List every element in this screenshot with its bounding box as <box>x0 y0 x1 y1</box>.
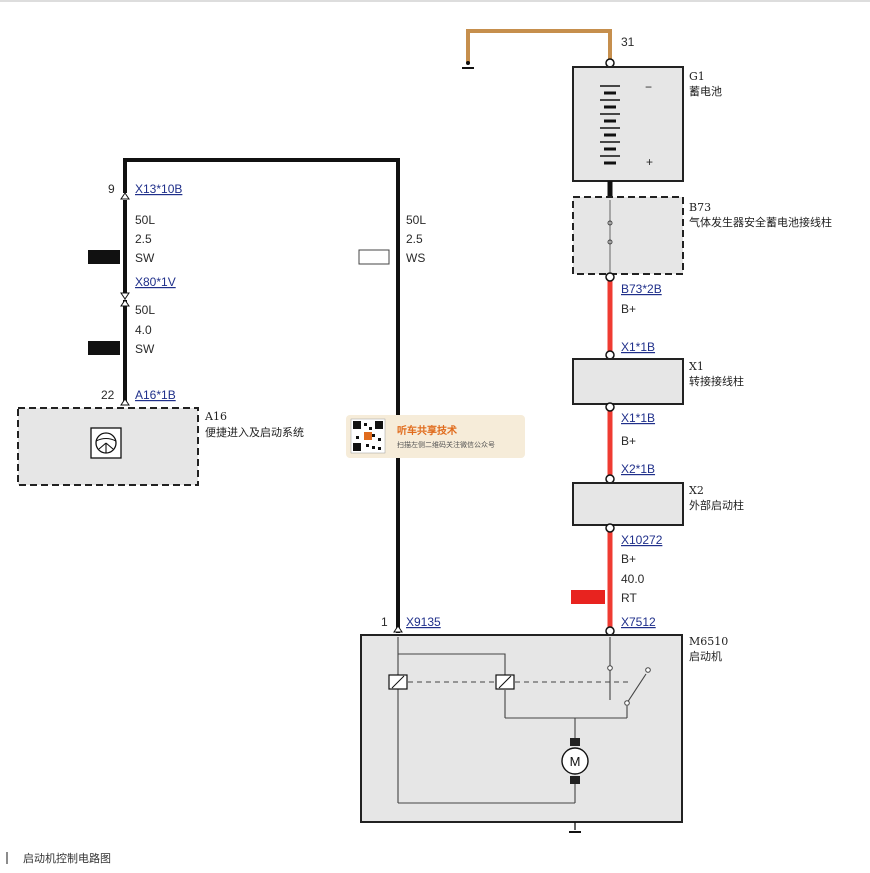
solenoid-coil-mark <box>391 675 405 689</box>
connector-x9135[interactable]: X9135 <box>406 615 441 629</box>
g1-box <box>572 66 684 182</box>
x13-pin: 9 <box>108 182 115 196</box>
x10272-size: 40.0 <box>621 572 645 586</box>
connector-x13-10b[interactable]: X13*10B <box>135 182 182 196</box>
motor-brush-top <box>570 738 580 746</box>
b73-node <box>607 239 613 245</box>
connector-x80-symbol-bottom <box>120 299 130 307</box>
x1-name: 转接接线柱 <box>689 374 744 388</box>
control-wire-top <box>123 158 400 633</box>
figure-title: 启动机控制电路图 <box>23 851 111 865</box>
a16-pin: 22 <box>101 388 115 402</box>
connector-x80-symbol-top <box>120 292 130 300</box>
connector-x13-symbol <box>120 192 130 200</box>
control-wire-black <box>123 158 400 633</box>
m6510-name: 启动机 <box>689 649 722 663</box>
connector-x1-1b-top[interactable]: X1*1B <box>621 340 655 354</box>
middle-wire-color: WS <box>406 251 425 265</box>
x1-box <box>572 358 684 405</box>
ground-wire-brown <box>466 29 612 63</box>
x2-id: X2 <box>689 484 704 497</box>
connector-x10272[interactable]: X10272 <box>621 533 663 547</box>
battery-cells-icon <box>600 85 620 165</box>
x2-name: 外部启动柱 <box>689 498 744 512</box>
pin-31-terminal <box>605 58 615 68</box>
connector-x9135-symbol <box>393 625 403 633</box>
connector-x80-1v[interactable]: X80*1V <box>135 275 176 289</box>
left-upper-wire-color: SW <box>135 251 155 265</box>
battery-minus-sign: − <box>645 80 652 94</box>
watermark-title: 听车共享技术 <box>397 424 457 437</box>
pin-31-label: 31 <box>621 35 635 49</box>
g1-name: 蓄电池 <box>689 85 722 98</box>
connector-a16-1b[interactable]: A16*1B <box>135 388 176 402</box>
watermark-badge: 听车共享技术 扫描左侧二维码关注微信公众号 <box>346 415 525 458</box>
connector-x7512[interactable]: X7512 <box>621 615 656 629</box>
wire-color-swatch-white <box>358 249 390 265</box>
left-lower-wire-color: SW <box>135 342 155 356</box>
m6510-id: M6510 <box>689 635 728 648</box>
ground-wire-31: 31 <box>462 29 635 69</box>
x9135-pin: 1 <box>381 615 388 629</box>
watermark-background <box>346 415 525 458</box>
relay-coil-mark <box>498 675 512 689</box>
switch-contact <box>607 665 613 671</box>
x2-jump-start-post: X2 外部启动柱 <box>572 482 744 526</box>
switch-contact <box>624 700 630 706</box>
motor-brush-bottom <box>570 776 580 784</box>
m6510-box <box>360 634 683 823</box>
x1-bottom-signal: B+ <box>621 434 636 448</box>
connector-x2-1b[interactable]: X2*1B <box>621 462 655 476</box>
terminal-x2-bottom <box>605 523 615 533</box>
left-lower-wire-code: 50L <box>135 303 155 317</box>
ground-dot <box>466 61 470 65</box>
terminal-x1-bottom <box>605 402 615 412</box>
qr-code-pattern <box>353 421 383 451</box>
connector-x1-1b-bottom[interactable]: X1*1B <box>621 411 655 425</box>
terminal-b73-2b <box>605 272 615 282</box>
starter-internal-wiring <box>397 637 647 804</box>
motor-icon <box>561 747 589 775</box>
terminal-x2-top <box>605 474 615 484</box>
terminal-x7512 <box>605 626 615 636</box>
x10272-color: RT <box>621 591 637 605</box>
x1-junction: X1 转接接线柱 <box>572 358 744 405</box>
middle-wire-code: 50L <box>406 213 426 227</box>
m6510-starter: M M6510 启动机 <box>360 634 728 823</box>
a16-name: 便捷进入及启动系统 <box>205 425 304 439</box>
b73-terminal: B73 气体发生器安全蓄电池接线柱 <box>572 196 832 275</box>
b73-name: 气体发生器安全蓄电池接线柱 <box>689 215 832 229</box>
x1-id: X1 <box>689 360 704 373</box>
connector-a16-symbol <box>120 398 130 406</box>
motor-m-glyph: M <box>570 754 581 769</box>
a16-id: A16 <box>204 410 227 423</box>
connector-b73-2b[interactable]: B73*2B <box>621 282 662 296</box>
battery-plus-sign: + <box>646 155 653 169</box>
g1-id: G1 <box>689 70 705 83</box>
g1-battery: − + G1 蓄电池 <box>572 66 722 182</box>
qr-code-center-logo <box>364 432 372 440</box>
switch-contact <box>645 667 651 673</box>
steering-wheel-spokes <box>95 437 117 453</box>
watermark-subtitle: 扫描左侧二维码关注微信公众号 <box>397 440 495 449</box>
left-upper-wire-code: 50L <box>135 213 155 227</box>
x2-box <box>572 482 684 526</box>
b73-2b-signal: B+ <box>621 302 636 316</box>
left-upper-wire-size: 2.5 <box>135 232 152 246</box>
b73-node <box>607 220 613 226</box>
terminal-x1-top <box>605 350 615 360</box>
b73-box <box>572 196 684 275</box>
wire-color-swatch-black <box>88 250 120 264</box>
wire-color-swatch-black <box>88 341 120 355</box>
middle-wire-size: 2.5 <box>406 232 423 246</box>
left-lower-wire-size: 4.0 <box>135 323 152 337</box>
b73-id: B73 <box>689 201 711 214</box>
wire-color-swatch-red <box>571 590 605 604</box>
x10272-signal: B+ <box>621 552 636 566</box>
a16-comfort-access-module: A16 便捷进入及启动系统 <box>17 407 304 486</box>
